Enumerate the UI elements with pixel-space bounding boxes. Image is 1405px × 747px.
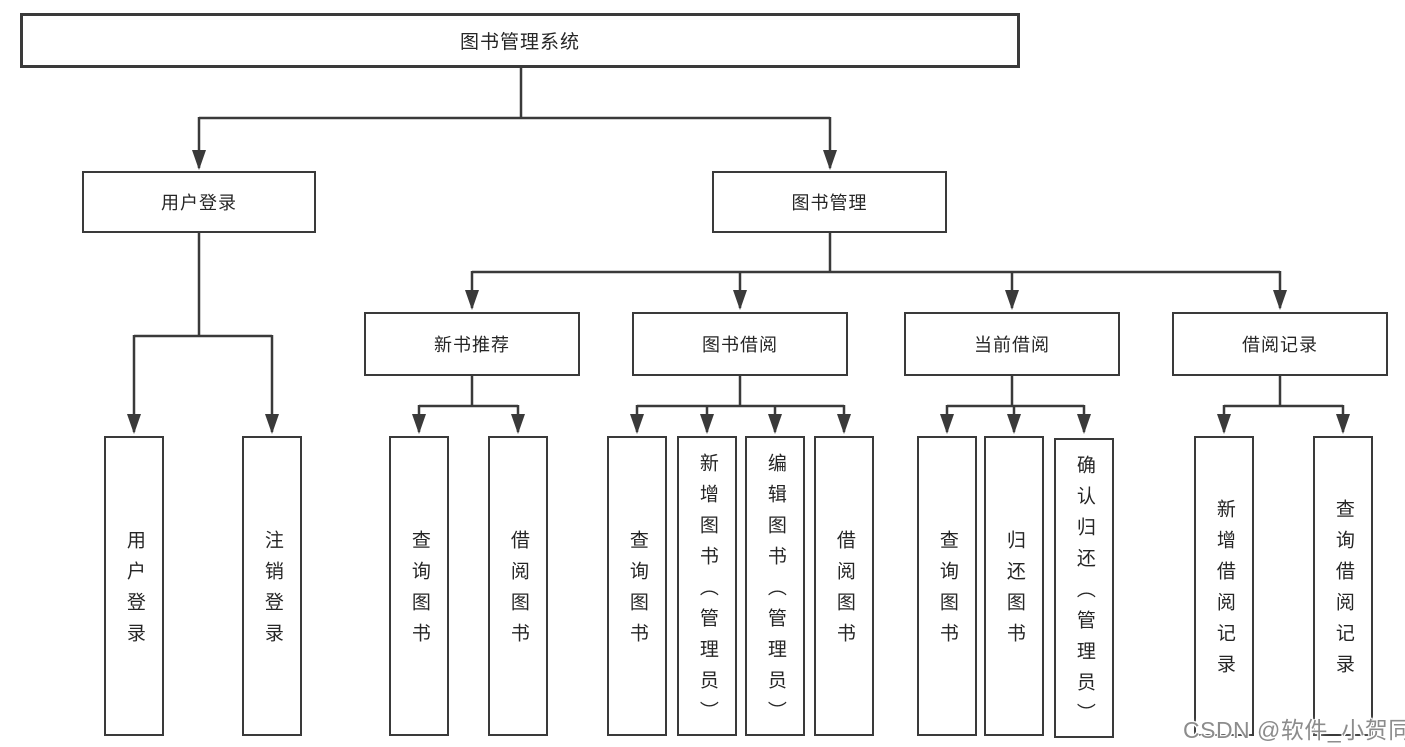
node-new-book-recommendation: 新书推荐 xyxy=(364,312,580,376)
node-current-borrowing: 当前借阅 xyxy=(904,312,1120,376)
node-label: 编辑图书（管理员） xyxy=(764,452,786,732)
node-edit-books-admin: 编辑图书（管理员） xyxy=(745,436,805,736)
node-label: 查询图书 xyxy=(936,530,958,654)
node-borrow-books-recommend: 借阅图书 xyxy=(488,436,548,736)
node-label: 图书管理 xyxy=(791,193,868,213)
node-query-books-current: 查询图书 xyxy=(917,436,977,736)
node-label: 新增图书（管理员） xyxy=(696,452,718,732)
node-label: 查询借阅记录 xyxy=(1332,499,1354,685)
node-borrowing-records: 借阅记录 xyxy=(1172,312,1388,376)
node-label: 用户登录 xyxy=(123,530,145,654)
node-label: 查询图书 xyxy=(408,530,430,654)
node-query-books-borrowing: 查询图书 xyxy=(607,436,667,736)
csdn-watermark: CSDN @软件_小贺同学 xyxy=(1183,717,1405,743)
node-label: 借阅记录 xyxy=(1242,335,1318,355)
node-query-borrow-record: 查询借阅记录 xyxy=(1313,436,1373,736)
node-borrow-books-borrowing: 借阅图书 xyxy=(814,436,874,736)
node-book-management-branch: 图书管理 xyxy=(712,171,947,233)
node-label: 当前借阅 xyxy=(974,335,1050,355)
node-logout-leaf: 注销登录 xyxy=(242,436,302,736)
node-label: 图书借阅 xyxy=(702,335,778,355)
node-label: 借阅图书 xyxy=(833,530,855,654)
node-label: 用户登录 xyxy=(161,193,237,213)
node-label: 图书管理系统 xyxy=(459,32,580,53)
node-label: 注销登录 xyxy=(261,530,283,654)
node-label: 归还图书 xyxy=(1003,530,1025,654)
node-library-system: 图书管理系统 xyxy=(20,13,1020,68)
node-user-login-branch: 用户登录 xyxy=(82,171,316,233)
node-return-books: 归还图书 xyxy=(984,436,1044,736)
node-label: 借阅图书 xyxy=(507,530,529,654)
node-label: 新书推荐 xyxy=(434,335,510,355)
node-label: 确认归还（管理员） xyxy=(1073,454,1095,734)
node-book-borrowing: 图书借阅 xyxy=(632,312,848,376)
node-query-books-recommend: 查询图书 xyxy=(389,436,449,736)
node-label: 新增借阅记录 xyxy=(1213,499,1235,685)
node-add-borrow-record: 新增借阅记录 xyxy=(1194,436,1254,736)
node-confirm-return-admin: 确认归还（管理员） xyxy=(1054,438,1114,738)
node-label: 查询图书 xyxy=(626,530,648,654)
node-user-login-leaf: 用户登录 xyxy=(104,436,164,736)
node-add-books-admin: 新增图书（管理员） xyxy=(677,436,737,736)
